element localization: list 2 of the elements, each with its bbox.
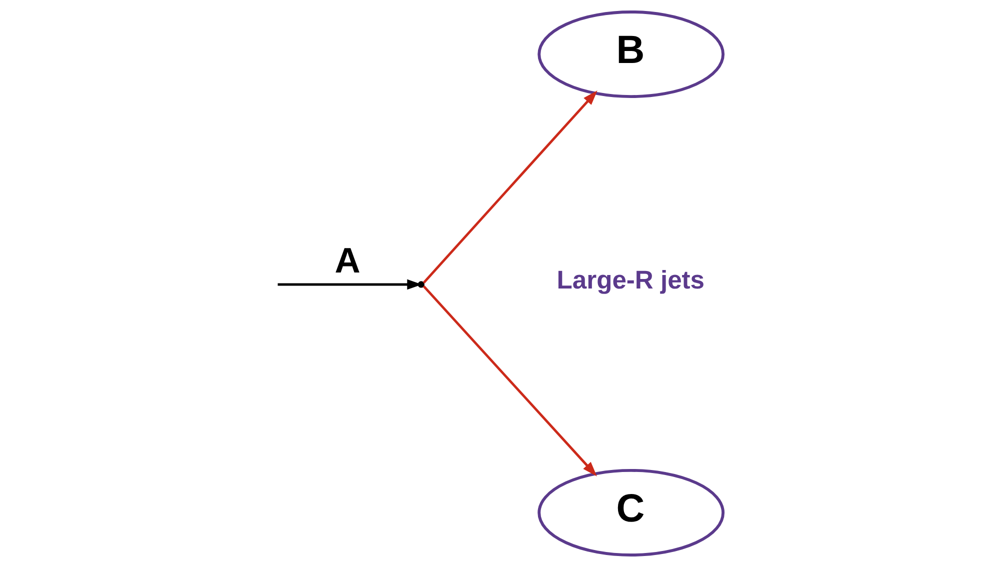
edge-label: A — [334, 240, 360, 280]
label: Large-R jets — [556, 266, 705, 295]
